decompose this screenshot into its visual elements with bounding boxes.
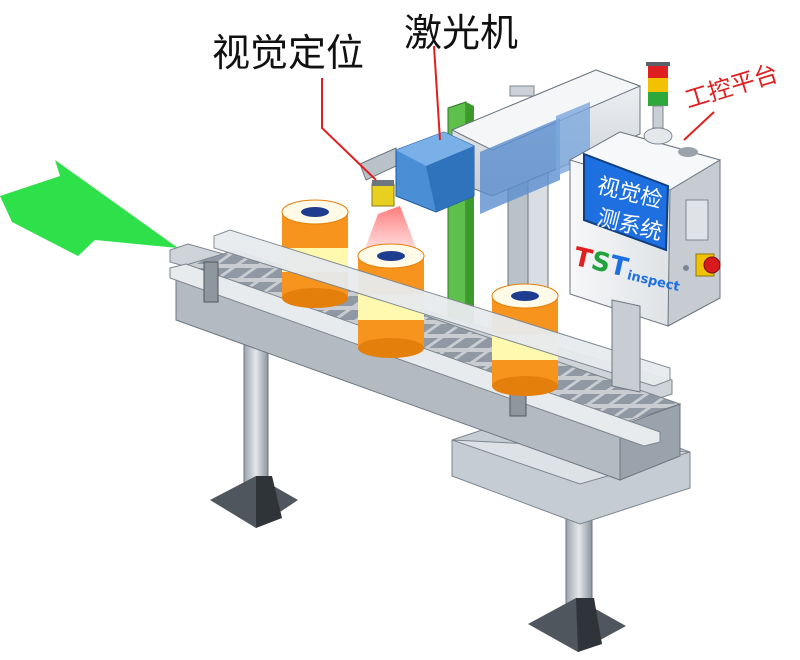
can-3 [491, 283, 559, 396]
laser-head [359, 131, 475, 213]
front-guide-rail [213, 229, 671, 387]
conveyor-leg-left [210, 339, 298, 528]
label-laser-machine: 激光机 [404, 11, 519, 55]
callout-line-ipc [683, 111, 715, 141]
label-vision-positioning: 视觉定位 [212, 31, 365, 75]
can-2 [357, 243, 425, 358]
emergency-stop-icon [683, 253, 721, 277]
cabinet-support-post [611, 299, 641, 393]
gantry-beam [450, 69, 642, 214]
signal-tower-icon [643, 62, 673, 145]
direction-arrow-icon [0, 160, 178, 256]
control-screen: 视觉检 测系统 [583, 152, 670, 252]
callout-line-laser [433, 45, 441, 141]
callout-line-vision [321, 78, 377, 181]
vision-camera [371, 180, 395, 207]
